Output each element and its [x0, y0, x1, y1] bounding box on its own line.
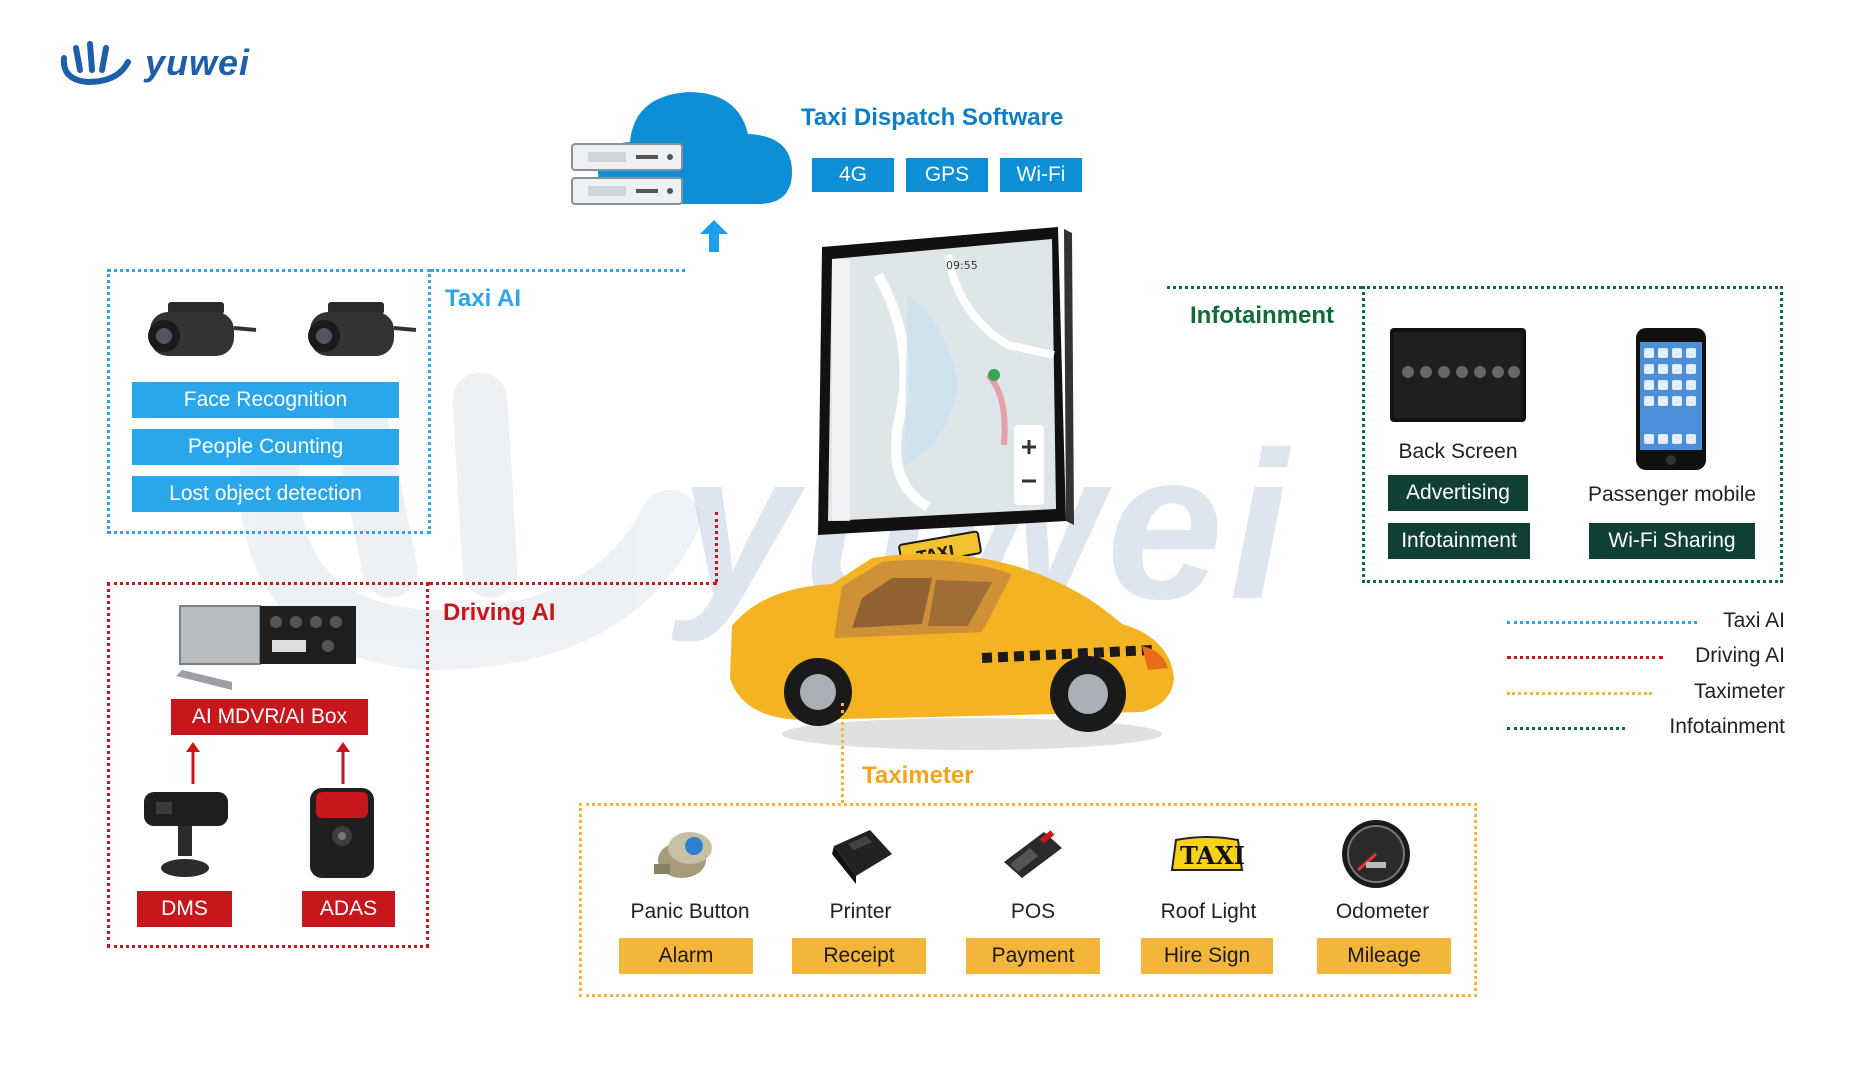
back-screen-label: Back Screen	[1398, 440, 1518, 463]
roof-light-icon: TAXI	[1170, 836, 1245, 871]
arrow-up-right	[336, 742, 350, 784]
ai-box-icon	[176, 605, 356, 690]
pos-terminal-icon	[1004, 830, 1062, 878]
cloud-server-icon	[571, 92, 792, 205]
infotainment-connector	[1167, 286, 1362, 289]
dms-camera-icon	[144, 792, 228, 877]
legend-line-taximeter	[1507, 692, 1652, 695]
legend-line-taxi-ai	[1507, 621, 1697, 624]
dispatch-tag-gps: GPS	[906, 158, 988, 192]
taximeter-tag-mileage: Mileage	[1317, 938, 1451, 974]
taxi-ai-title: Taxi AI	[445, 285, 522, 312]
taximeter-frame	[579, 803, 1477, 997]
dashcam-icon	[308, 302, 417, 356]
tablet-map-icon: 09:55	[818, 227, 1074, 535]
taximeter-title: Taximeter	[862, 762, 974, 789]
dispatch-tag-4g: 4G	[812, 158, 894, 192]
taxi-car-icon: TAXI	[730, 530, 1174, 750]
taximeter-tag-payment: Payment	[966, 938, 1100, 974]
taxi-ai-feature-counting: People Counting	[132, 429, 399, 465]
taximeter-tag-receipt: Receipt	[792, 938, 926, 974]
upload-arrow-icon	[700, 220, 728, 252]
back-screen-tag-infotainment: Infotainment	[1388, 523, 1530, 559]
legend-taximeter: Taximeter	[1693, 680, 1785, 703]
back-screen-tag-advertising: Advertising	[1388, 475, 1528, 511]
arrow-up-left	[186, 742, 200, 784]
legend-infotainment: Infotainment	[1669, 715, 1785, 738]
back-screen-icon	[1390, 328, 1526, 422]
driving-ai-title: Driving AI	[443, 599, 556, 626]
taximeter-tag-alarm: Alarm	[619, 938, 753, 974]
dms-label: DMS	[137, 891, 232, 927]
taxi-ai-connector	[431, 269, 685, 272]
infotainment-title: Infotainment	[1190, 302, 1334, 329]
dispatch-title: Taxi Dispatch Software	[801, 104, 1064, 131]
printer-icon	[832, 830, 892, 884]
dispatch-tag-wifi: Wi-Fi	[1000, 158, 1082, 192]
driving-ai-frame	[107, 582, 429, 948]
taxi-ai-feature-face: Face Recognition	[132, 382, 399, 418]
legend-driving-ai: Driving AI	[1695, 644, 1785, 667]
legend-line-infotainment	[1507, 727, 1625, 730]
infotainment-frame	[1362, 286, 1783, 583]
driving-ai-connector	[429, 582, 717, 585]
smartphone-icon	[1636, 328, 1706, 470]
dashcam-icon	[148, 302, 257, 356]
adas-label: ADAS	[302, 891, 395, 927]
panic-button-icon	[654, 832, 712, 878]
ai-box-label: AI MDVR/AI Box	[171, 699, 368, 735]
odometer-icon	[1342, 820, 1410, 888]
taximeter-item-panic-button: Panic Button	[630, 900, 750, 923]
taximeter-tag-hire-sign: Hire Sign	[1141, 938, 1273, 974]
taximeter-connector-vertical	[841, 703, 844, 803]
adas-camera-icon	[310, 788, 374, 878]
taximeter-item-printer: Printer	[829, 900, 892, 923]
tablet-time: 09:55	[946, 259, 978, 272]
taximeter-item-roof-light: Roof Light	[1160, 900, 1257, 923]
taximeter-item-odometer: Odometer	[1335, 900, 1430, 923]
yuwei-logo-icon	[60, 41, 131, 86]
taxi-ai-frame	[107, 269, 431, 534]
brand-name: yuwei	[145, 42, 251, 83]
roof-light-text: TAXI	[1180, 841, 1245, 870]
driving-ai-connector-vertical	[715, 512, 718, 582]
legend-taxi-ai: Taxi AI	[1723, 609, 1785, 632]
passenger-mobile-label: Passenger mobile	[1587, 483, 1757, 506]
taximeter-item-pos: POS	[1010, 900, 1056, 923]
legend-line-driving-ai	[1507, 656, 1663, 659]
passenger-mobile-tag-wifi-sharing: Wi-Fi Sharing	[1589, 523, 1755, 559]
taxi-ai-feature-lost-object: Lost object detection	[132, 476, 399, 512]
